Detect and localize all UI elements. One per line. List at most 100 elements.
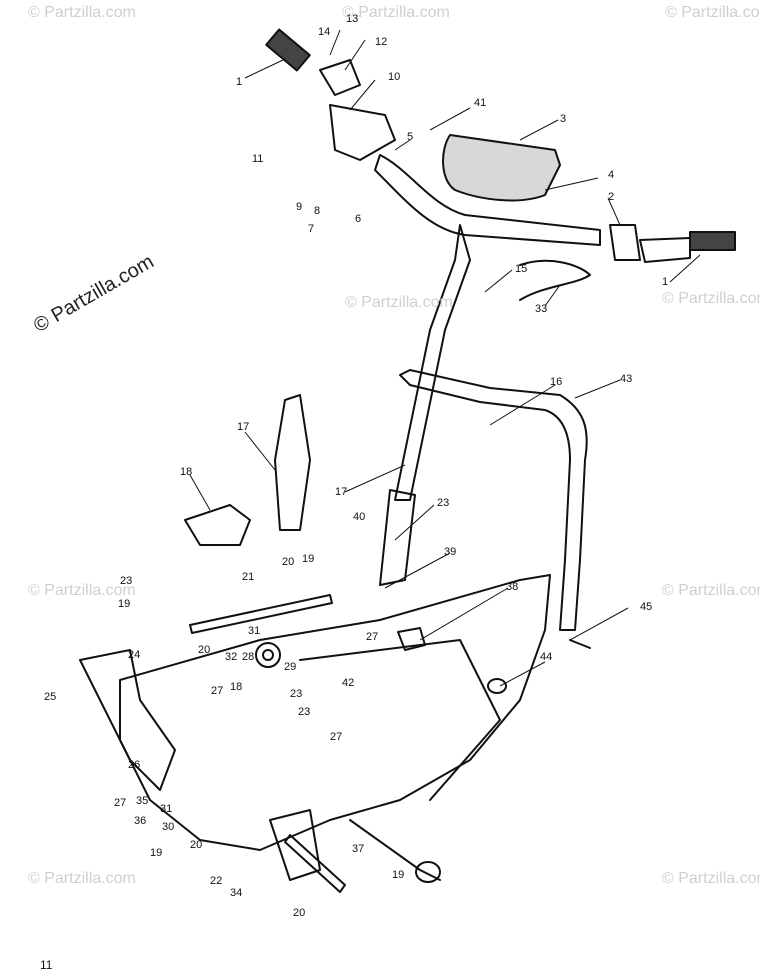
throttle-lever [639,237,691,263]
bracket-18 [184,504,251,546]
svg-text:27: 27 [114,797,126,809]
svg-text:20: 20 [190,839,202,851]
watermark: © Partzilla.com [28,870,136,887]
svg-text:43: 43 [620,373,632,385]
steering-post [394,224,471,501]
svg-text:22: 22 [210,875,222,887]
watermark: © Partzilla.com [342,4,450,21]
svg-text:5: 5 [407,131,413,143]
svg-text:32: 32 [225,651,237,663]
svg-text:8: 8 [314,205,320,217]
svg-text:27: 27 [211,685,223,697]
bolt-45 [569,639,591,649]
steering-arm-17a [274,394,311,531]
svg-text:38: 38 [506,581,518,593]
watermark: © Partzilla.com [662,870,760,887]
front-tube [349,819,441,881]
watermark: © Partzilla.com [662,290,760,307]
steering-arm-17b [379,489,416,586]
chassis-floor [299,639,501,801]
handlebar [374,154,601,246]
svg-text:18: 18 [180,466,192,478]
throttle-housing [329,104,396,161]
svg-text:3: 3 [560,113,566,125]
bumper-frame [399,369,588,631]
svg-text:20: 20 [198,644,210,656]
svg-text:26: 26 [128,759,140,771]
svg-text:19: 19 [118,598,130,610]
svg-text:11: 11 [252,153,263,165]
svg-text:31: 31 [248,625,260,637]
throttle-right [609,224,641,261]
svg-text:18: 18 [230,681,242,693]
svg-text:45: 45 [640,601,652,613]
svg-text:16: 16 [550,376,562,388]
bracket-38 [397,627,426,651]
svg-text:41: 41 [474,97,486,109]
svg-text:9: 9 [296,201,302,213]
svg-text:23: 23 [437,497,449,509]
watermark: © Partzilla.com [28,582,136,599]
svg-text:1: 1 [662,276,668,288]
svg-text:19: 19 [302,553,314,565]
pivot-28 [255,642,281,668]
tie-rod [189,594,333,634]
svg-text:24: 24 [128,649,140,661]
svg-text:23: 23 [298,706,310,718]
tube-end [415,861,441,883]
svg-text:28: 28 [242,651,254,663]
svg-text:13: 13 [346,13,358,25]
svg-text:35: 35 [136,795,148,807]
grommet-44 [487,678,507,694]
svg-text:1: 1 [236,76,242,88]
watermark: © Partzilla.com [345,294,453,311]
svg-text:34: 34 [230,887,242,899]
svg-text:40: 40 [353,511,365,523]
watermark: © Partzilla.com [665,4,760,21]
switch-housing [319,59,361,96]
svg-text:19: 19 [392,869,404,881]
svg-text:39: 39 [444,546,456,558]
svg-text:27: 27 [330,731,342,743]
handlebar-pad [442,134,561,202]
svg-text:17: 17 [335,486,347,498]
svg-text:33: 33 [535,303,547,315]
svg-text:19: 19 [150,847,162,859]
svg-text:12: 12 [375,36,387,48]
spindle-bracket [79,649,176,791]
svg-text:20: 20 [293,907,305,919]
svg-text:17: 17 [237,421,249,433]
spindle-mount-plate [269,809,321,881]
svg-text:31: 31 [160,803,172,815]
svg-text:7: 7 [308,223,314,235]
svg-text:25: 25 [44,691,56,703]
cable-coil [519,259,591,301]
svg-text:30: 30 [162,821,174,833]
svg-text:37: 37 [352,843,364,855]
tie-rod-lower [284,834,346,893]
svg-text:27: 27 [366,631,378,643]
svg-text:23: 23 [290,688,302,700]
svg-text:4: 4 [608,169,614,181]
svg-text:10: 10 [388,71,400,83]
hood-panel [119,574,551,851]
callout-labels: 1 14 13 12 10 11 41 5 3 4 2 1 9 8 7 6 15… [44,13,668,919]
svg-text:20: 20 [282,556,294,568]
page-number: 11 [40,958,53,972]
watermark: © Partzilla.com [662,582,760,599]
svg-text:44: 44 [540,651,552,663]
svg-text:15: 15 [515,263,527,275]
svg-text:42: 42 [342,677,354,689]
grip-left [265,28,311,72]
grip-right [689,231,736,251]
svg-text:29: 29 [284,661,296,673]
svg-text:6: 6 [355,213,361,225]
watermark: © Partzilla.com [28,4,136,21]
pivot-29 [262,649,274,661]
svg-text:21: 21 [242,571,254,583]
svg-text:2: 2 [608,191,614,203]
svg-text:14: 14 [318,26,330,38]
svg-text:36: 36 [134,815,146,827]
